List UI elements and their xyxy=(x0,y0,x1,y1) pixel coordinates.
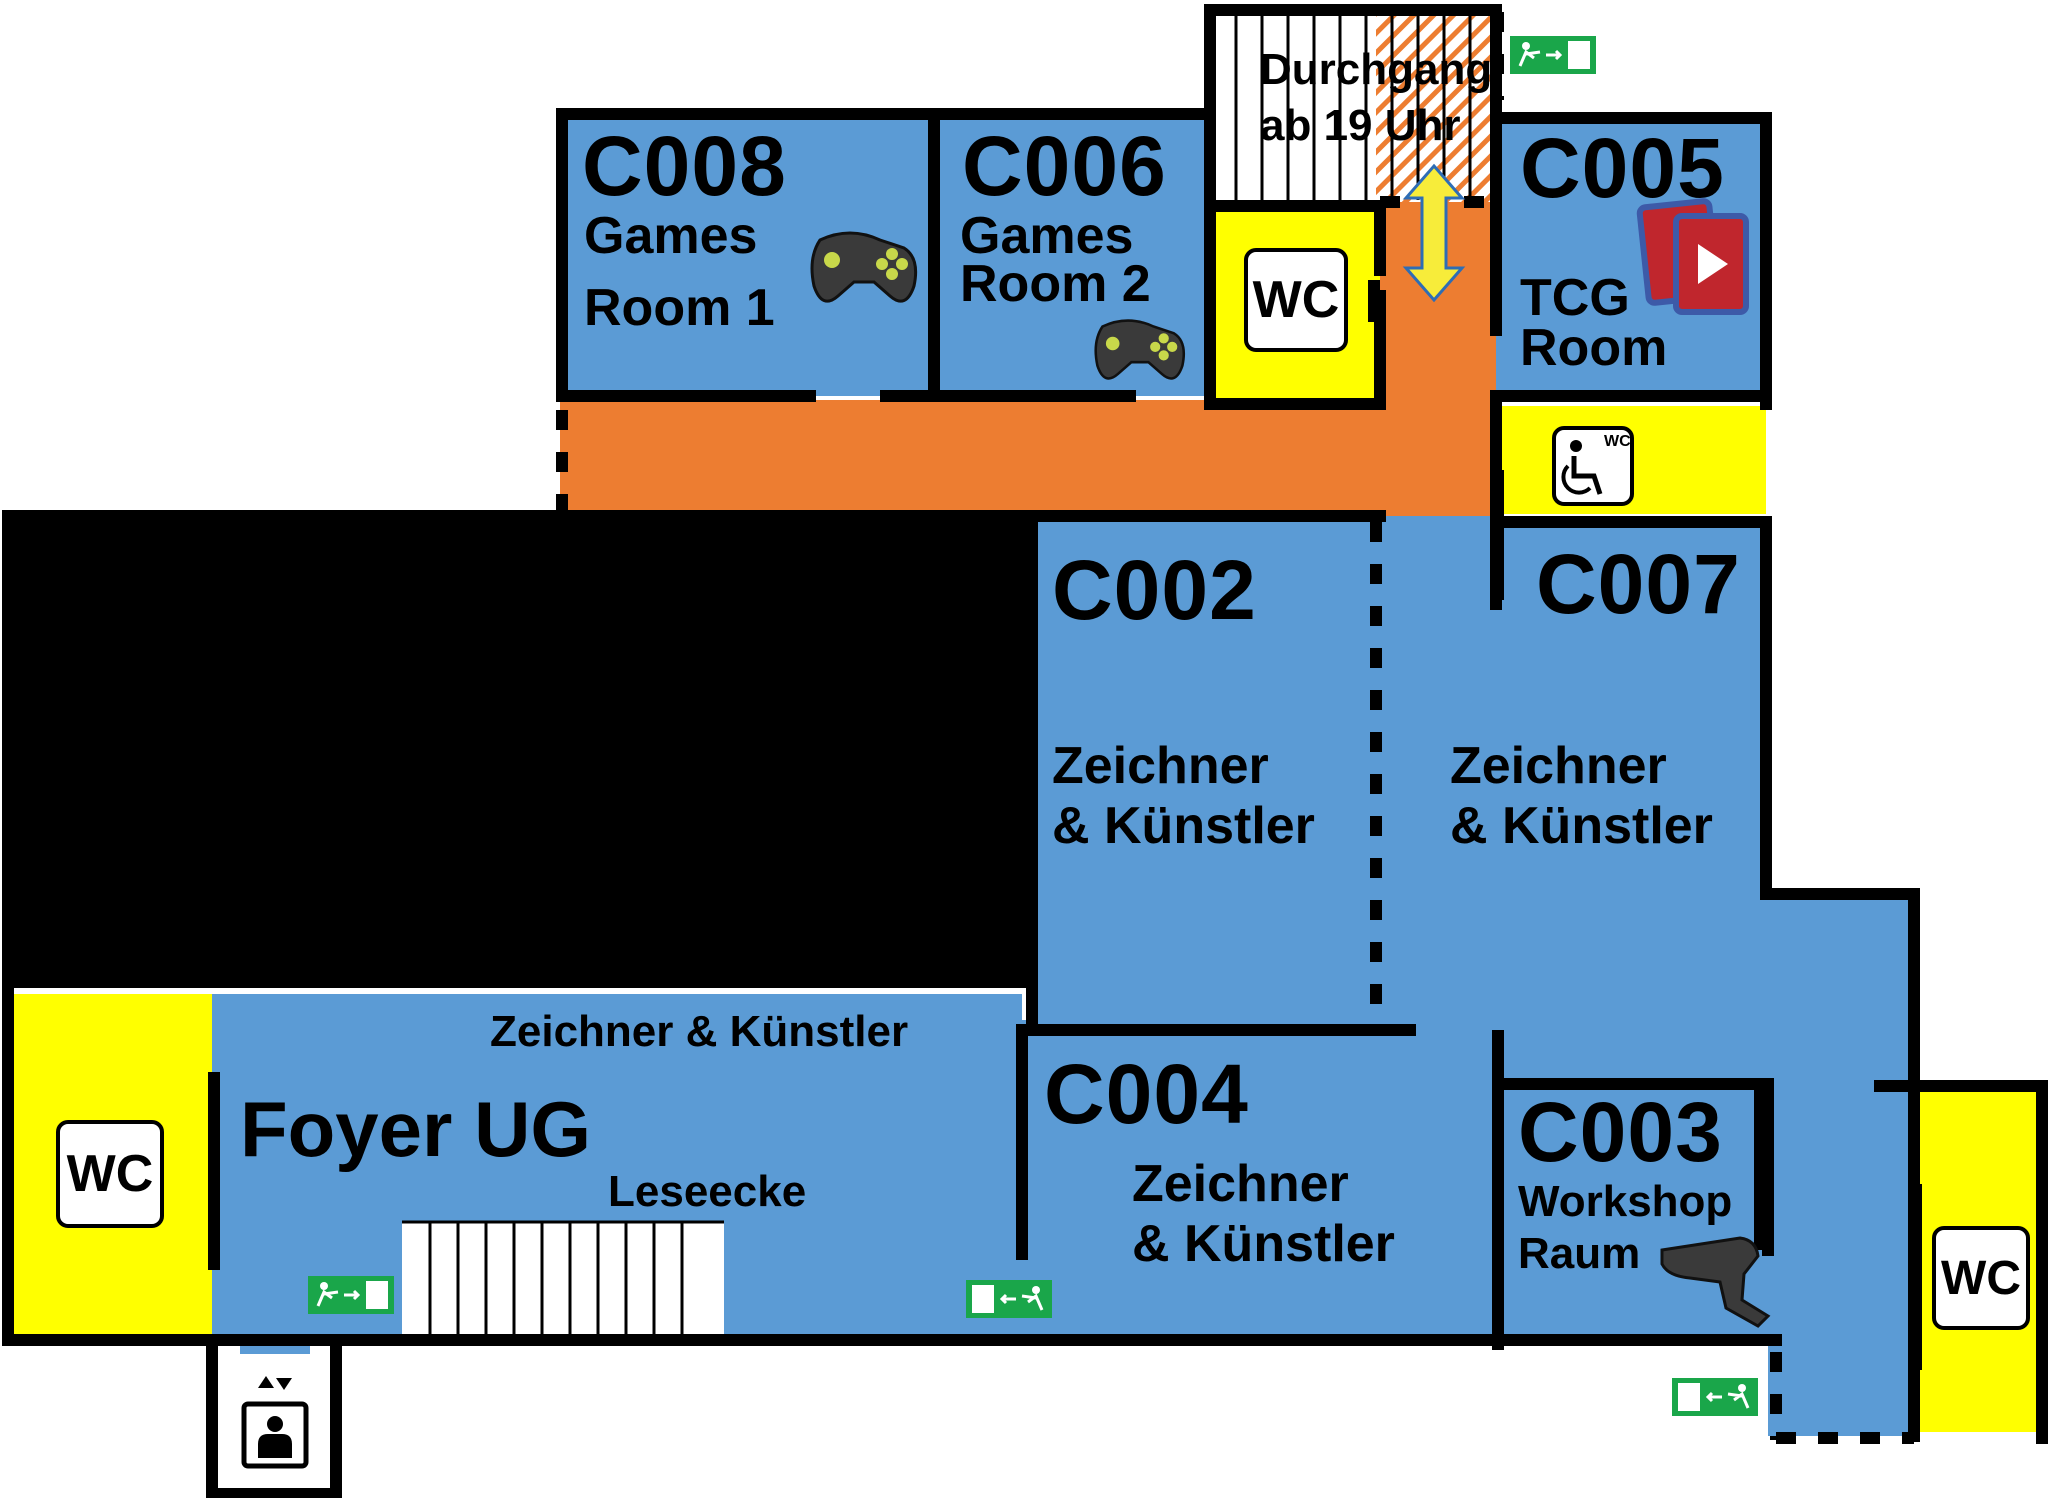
room-name-c005-line1: TCG xyxy=(1520,269,1630,327)
trading-cards-icon xyxy=(1636,198,1749,315)
elevator-icon xyxy=(241,1376,309,1469)
gamepad-icon xyxy=(810,231,918,303)
passage-label-line1: Durchgang xyxy=(1260,45,1493,94)
room-c007[interactable] xyxy=(1376,516,1914,1086)
room-name-c002-line1: Zeichner xyxy=(1052,737,1269,795)
accessible-wc-icon xyxy=(1552,426,1634,506)
room-c002[interactable] xyxy=(1032,516,1380,1020)
wc-sign-west: WC xyxy=(56,1120,164,1228)
room-name-c004-line1: Zeichner xyxy=(1132,1155,1349,1213)
room-code-c005: C005 xyxy=(1520,121,1725,215)
room-name-c008-line1: Games xyxy=(584,207,758,265)
corridor-upper xyxy=(560,400,1500,518)
glue-gun-icon xyxy=(1660,1236,1771,1328)
emergency-exit-icon xyxy=(966,1280,1052,1318)
room-code-c008: C008 xyxy=(582,119,787,213)
room-name-c002-line2: & Künstler xyxy=(1052,797,1315,855)
foyer-subtitle: Zeichner & Künstler xyxy=(490,1007,909,1056)
staircase-upper xyxy=(1210,14,1472,202)
room-name-c003-line1: Workshop xyxy=(1518,1177,1733,1226)
room-name-c006-line2: Room 2 xyxy=(960,255,1151,313)
foyer-title: Foyer UG xyxy=(240,1085,592,1173)
room-c004[interactable] xyxy=(1022,1020,1498,1340)
corridor-east xyxy=(1768,1086,1914,1436)
accessible-wc-label: WC xyxy=(1604,433,1631,450)
emergency-exit-icon xyxy=(1672,1378,1758,1416)
room-code-c002: C002 xyxy=(1052,543,1257,637)
reading-corner-label: Leseecke xyxy=(608,1167,807,1216)
emergency-exit-icon xyxy=(308,1276,394,1314)
passage-label-line2: ab 19 Uhr xyxy=(1260,101,1461,150)
room-name-c004-line2: & Künstler xyxy=(1132,1215,1395,1273)
wc-sign-upper: WC xyxy=(1244,248,1348,352)
room-name-c007-line1: Zeichner xyxy=(1450,737,1667,795)
emergency-exit-icon xyxy=(1510,36,1596,74)
room-name-c006-line1: Games xyxy=(960,207,1134,265)
door-marks xyxy=(208,280,1922,1370)
gamepad-icon xyxy=(1094,319,1186,380)
room-code-c006: C006 xyxy=(962,119,1167,213)
room-name-c007-line2: & Künstler xyxy=(1450,797,1713,855)
room-code-c007: C007 xyxy=(1536,537,1741,631)
double-arrow-icon xyxy=(1402,163,1466,303)
room-name-c005-line2: Room xyxy=(1520,319,1668,377)
room-code-c003: C003 xyxy=(1518,1085,1723,1179)
wc-sign-east: WC xyxy=(1932,1226,2030,1330)
staircase-foyer xyxy=(402,1220,724,1336)
room-name-c008-line2: Room 1 xyxy=(584,279,775,337)
blocked-area xyxy=(8,516,1032,988)
room-name-c003-line2: Raum xyxy=(1518,1229,1641,1278)
room-code-c004: C004 xyxy=(1044,1047,1249,1141)
